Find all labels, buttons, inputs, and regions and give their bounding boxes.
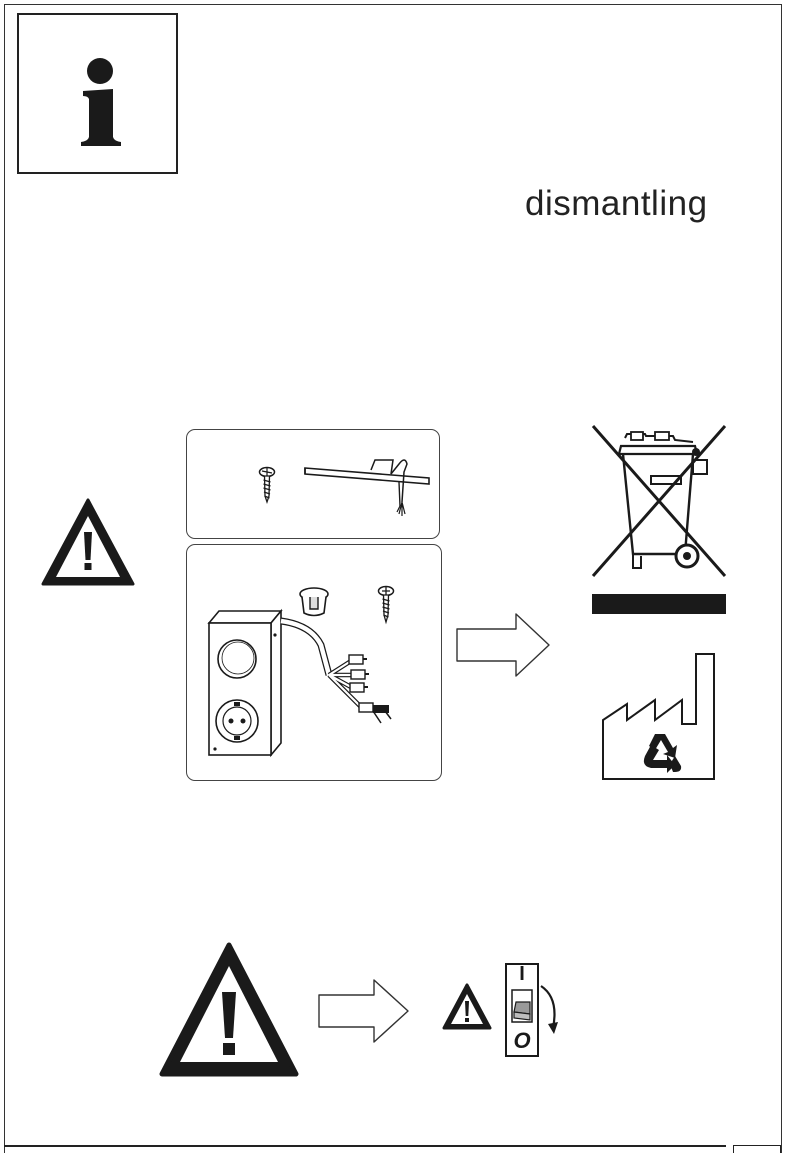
info-box — [17, 13, 178, 174]
warning-triangle-icon — [442, 983, 492, 1030]
warning-triangle-icon — [159, 942, 299, 1077]
arrow-right-icon — [318, 979, 409, 1043]
breaker-switch-icon — [505, 963, 558, 1057]
arrow-right-icon — [456, 613, 550, 677]
screw-icon — [377, 585, 395, 625]
page-number-tab — [733, 1145, 781, 1153]
recycling-factory-icon — [602, 653, 715, 780]
socket-box-icon — [207, 608, 283, 758]
parts-panel-socket — [186, 544, 442, 781]
recycle-symbol — [643, 734, 682, 773]
cap-icon — [299, 587, 329, 617]
cable-connectors-icon — [280, 617, 392, 724]
screw-icon — [258, 466, 276, 505]
parts-panel-lamp — [186, 429, 440, 539]
crossed-out-wheelie-bin-icon — [591, 425, 727, 614]
switch-on-label: I — [519, 963, 525, 985]
footer-rule — [4, 1145, 726, 1147]
section-title: dismantling — [525, 184, 708, 223]
switch-off-label: O — [513, 1028, 531, 1053]
warning-triangle-icon — [41, 498, 135, 586]
info-icon — [81, 58, 121, 146]
circuit-breaker: I O — [503, 962, 565, 1058]
page-border — [4, 4, 782, 1153]
lamp-bar-icon — [304, 459, 430, 516]
